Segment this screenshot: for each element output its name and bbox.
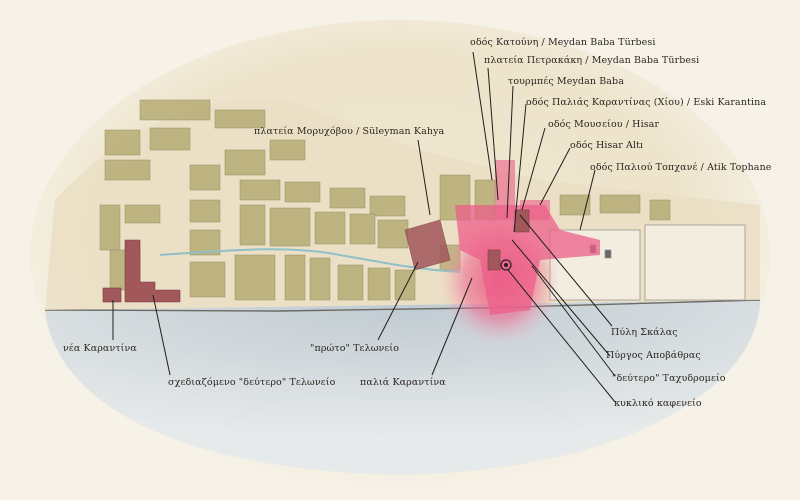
label-kykliko-kafeneio: κυκλικό καφενείο xyxy=(614,398,702,409)
label-proto-teloneio: "πρώτο" Τελωνείο xyxy=(310,343,400,354)
round-cafe-marker xyxy=(500,259,512,271)
label-pyrgos-apovathras: Πύργος Αποβάθρας xyxy=(606,350,701,361)
leader-lines xyxy=(112,51,616,403)
label-odos-palaias-karantinas: οδός Παλιάς Καραντίνας (Χίου) / Eski Kar… xyxy=(526,97,767,108)
label-odos-paliou-topxane: οδός Παλιού Τοπχανέ / Atik Tophane xyxy=(590,162,772,173)
label-schediazomeno-teloneio: σχεδιαζόμενο "δεύτερο" Τελωνείο xyxy=(168,377,336,388)
red-buildings xyxy=(102,209,530,303)
label-plateia-petrakaki: πλατεία Πετρακάκη / Meydan Baba Türbesi xyxy=(484,55,700,66)
label-nea-karantina: νέα Καραντίνα xyxy=(63,343,137,354)
sea xyxy=(45,300,760,475)
label-odos-hisar-alti: οδός Hisar Altı xyxy=(570,140,644,151)
label-pyli-skalas: Πύλη Σκάλας xyxy=(611,327,678,338)
coastline xyxy=(44,299,761,312)
label-odos-mousaiou: οδός Μουσείου / Hisar xyxy=(548,119,660,130)
label-plateia-morichovou: πλατεία Μορυχόβου / Süleyman Kahya xyxy=(254,126,445,137)
label-deftero-tachydromeio: "δεύτερο" Ταχυδρομείο xyxy=(612,373,726,384)
label-tourbes: τουρμπές Meydan Baba xyxy=(508,76,625,87)
label-odos-katouni: οδός Κατούνη / Meydan Baba Türbesi xyxy=(470,37,656,48)
highlight-zone xyxy=(440,160,600,345)
label-palia-karantina: παλιά Καραντίνα xyxy=(360,377,446,388)
